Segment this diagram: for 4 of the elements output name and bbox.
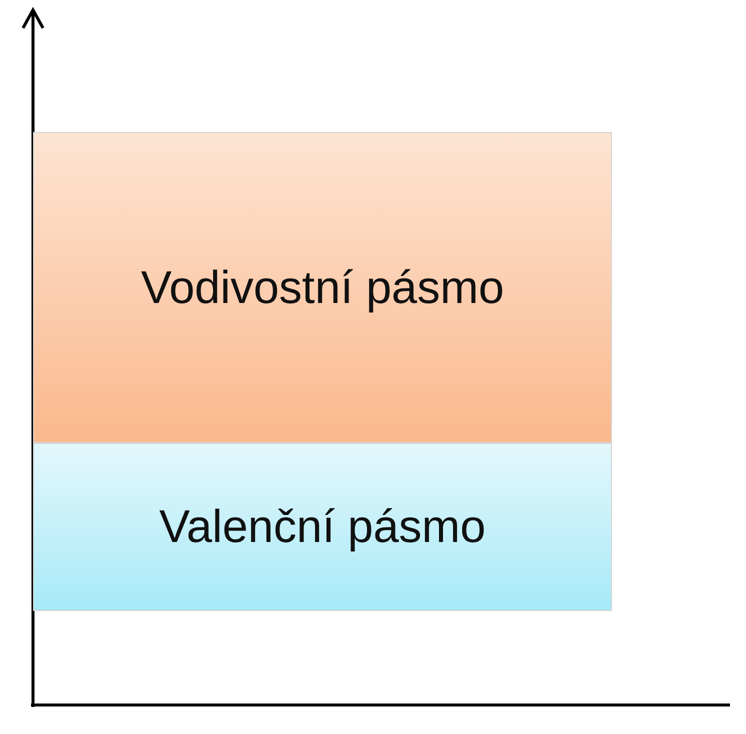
valence-band bbox=[33, 443, 612, 611]
band-label: Vodivostní pásmo bbox=[140, 260, 504, 315]
band-label: Valenční pásmo bbox=[159, 499, 486, 554]
conduction-band bbox=[33, 132, 612, 443]
